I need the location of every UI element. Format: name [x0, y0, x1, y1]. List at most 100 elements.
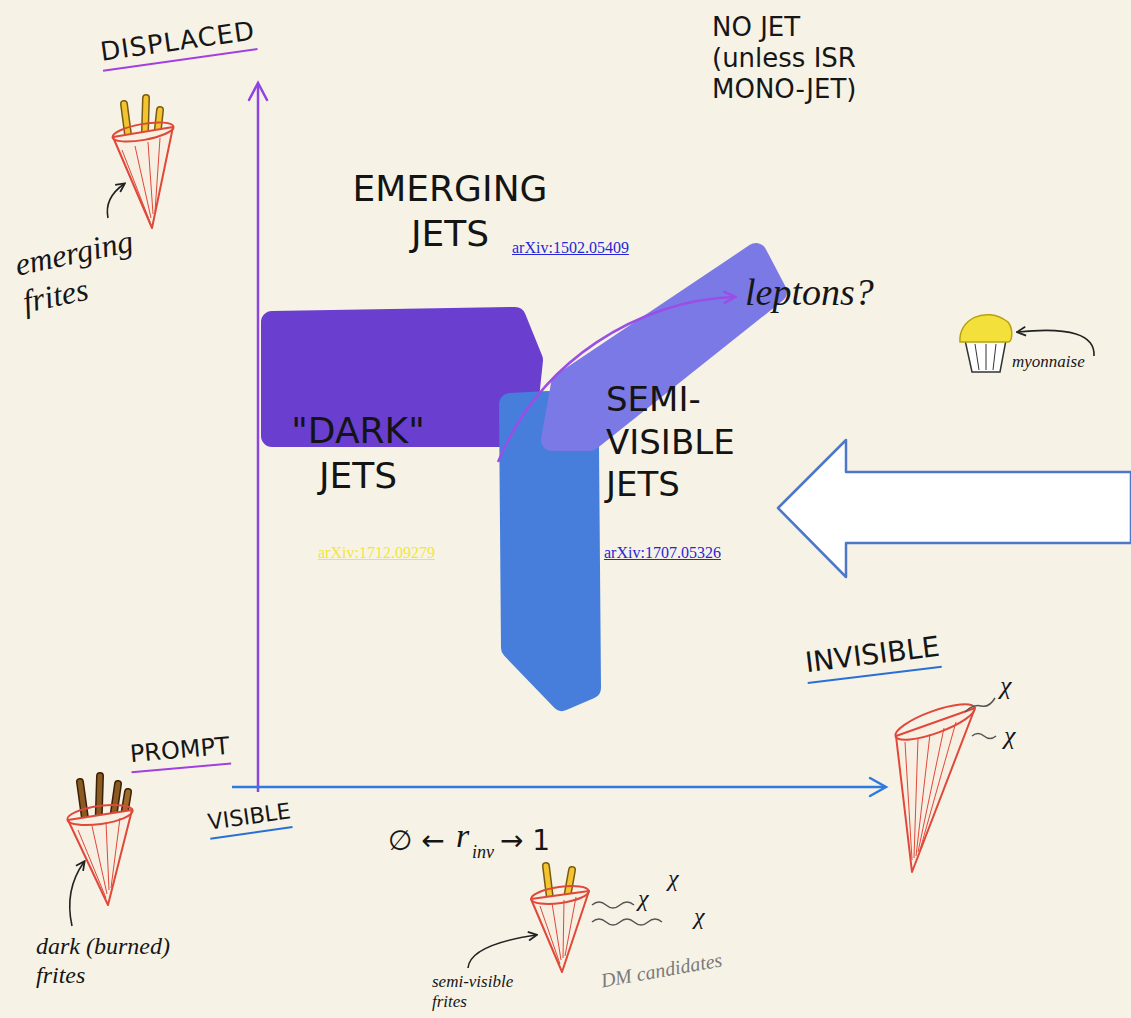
region-edge-bump — [485, 303, 515, 333]
note: NO JET (unless ISR MONO-JET) — [712, 12, 877, 106]
region-edge-bump — [575, 475, 605, 505]
region-edge-bump — [260, 171, 290, 201]
region-edge-bump — [415, 118, 445, 148]
text-holder: "DARK" JETS — [278, 408, 438, 498]
region-edge-bump — [337, 119, 367, 149]
region-edge-bump — [441, 118, 471, 148]
region-edge-bump — [678, 278, 708, 308]
region-edge-bump — [389, 119, 419, 149]
region-edge-bump — [260, 273, 290, 303]
cone-rim — [66, 801, 134, 828]
region-edge-bump — [258, 412, 288, 442]
region-title: "DARK" JETS — [278, 408, 438, 498]
region-edge-bump — [416, 752, 446, 782]
region-edge-bump — [527, 719, 557, 749]
region-edge-bump — [795, 243, 825, 273]
note: DM candidates — [599, 948, 724, 993]
region-edge-bump — [493, 387, 523, 417]
region-edge-bump — [509, 540, 539, 570]
region-edge-bump — [821, 353, 851, 383]
region-edge-bump — [822, 486, 852, 516]
region-edge-bump — [647, 116, 677, 146]
region-edge-bump — [459, 304, 489, 334]
wavy-line — [972, 734, 996, 739]
region-edge-bump — [260, 400, 290, 430]
region-edge-bump — [260, 349, 290, 379]
region-edge-bump — [261, 729, 291, 759]
axis-label: PROMPT — [129, 732, 231, 773]
label-holder: emerging frites — [11, 219, 154, 321]
label-holder: inv — [472, 842, 494, 864]
region-edge-bump — [390, 753, 420, 783]
label-holder: → 1 — [500, 824, 550, 858]
region-edge-bump — [522, 668, 552, 698]
pointer-line — [107, 184, 124, 218]
label-holder: χ — [1000, 670, 1011, 701]
arxiv-link: arXiv:1707.05326 — [604, 543, 721, 563]
wavy-line — [965, 698, 995, 712]
cone-hatch — [122, 138, 160, 222]
region-edge-bump — [364, 753, 394, 783]
cone-hatch — [905, 722, 956, 860]
region-edge-bump — [260, 623, 290, 653]
region-shape — [252, 300, 607, 785]
label-holder: dark (burned) frites — [36, 932, 186, 990]
region-edge-bump — [770, 239, 800, 269]
region-edge-bump — [498, 438, 528, 468]
region-edge-bump — [525, 694, 555, 724]
region-edge-bump — [701, 264, 731, 294]
region-edge-bump — [567, 351, 597, 381]
region-edge-bump — [745, 235, 775, 265]
region-edge-bump — [575, 600, 605, 630]
region-edge-bump — [545, 365, 575, 395]
region-edge-bump — [822, 513, 852, 543]
region-edge-bump — [673, 116, 703, 146]
region-edge-bump — [634, 307, 664, 337]
region-edge-bump — [259, 544, 289, 574]
region-edge-bump — [308, 306, 338, 336]
region-edge-bump — [821, 380, 851, 410]
region-edge-bump — [718, 308, 748, 338]
pointer-arrow — [778, 440, 1131, 577]
region-edge-bump — [575, 675, 605, 705]
region-edge-bump — [259, 491, 289, 521]
label-holder: leptons? — [745, 270, 874, 316]
region-edge-bump — [589, 336, 619, 366]
region-edge-bump — [676, 342, 706, 372]
region-edge-bump — [575, 575, 605, 605]
text-holder: arXiv:1712.09279 — [318, 543, 435, 563]
region-edge-bump — [743, 730, 773, 760]
cone-hatch — [540, 897, 576, 964]
region-edge-bump — [501, 464, 531, 494]
region-edge-bump — [523, 327, 553, 357]
region-edge-bump — [562, 401, 592, 431]
cup — [965, 340, 1006, 372]
region-edge-bump — [363, 119, 393, 149]
region-edge-bump — [358, 305, 388, 335]
region-edge-bump — [492, 118, 522, 148]
pointer-line — [70, 862, 84, 926]
region-edge-bump — [260, 425, 290, 455]
region-edge-bump — [313, 754, 343, 784]
region-edge-bump — [823, 725, 853, 755]
region-edge-bump — [259, 518, 289, 548]
label-holder: semi-visible frites — [432, 972, 532, 1011]
label-holder: VISIBLE — [206, 798, 293, 840]
region-edge-bump — [555, 725, 585, 755]
region-edge-bump — [575, 500, 605, 530]
region-edge-bump — [468, 751, 498, 781]
region-edge-bump — [821, 433, 851, 463]
region-edge-bump — [755, 195, 785, 225]
region-edge-bump — [384, 305, 414, 335]
region-edge-bump — [569, 117, 599, 147]
region-edge-bump — [637, 738, 667, 768]
pointer-line — [468, 935, 536, 968]
region-edge-bump — [752, 142, 782, 172]
region-edge-bump — [518, 117, 548, 147]
arxiv-link: arXiv:1502.05409 — [512, 238, 629, 258]
region-edge-bump — [441, 425, 471, 455]
axis-label: VISIBLE — [206, 798, 293, 840]
region-edge-bump — [750, 115, 780, 145]
label-holder: χ — [1004, 720, 1015, 751]
